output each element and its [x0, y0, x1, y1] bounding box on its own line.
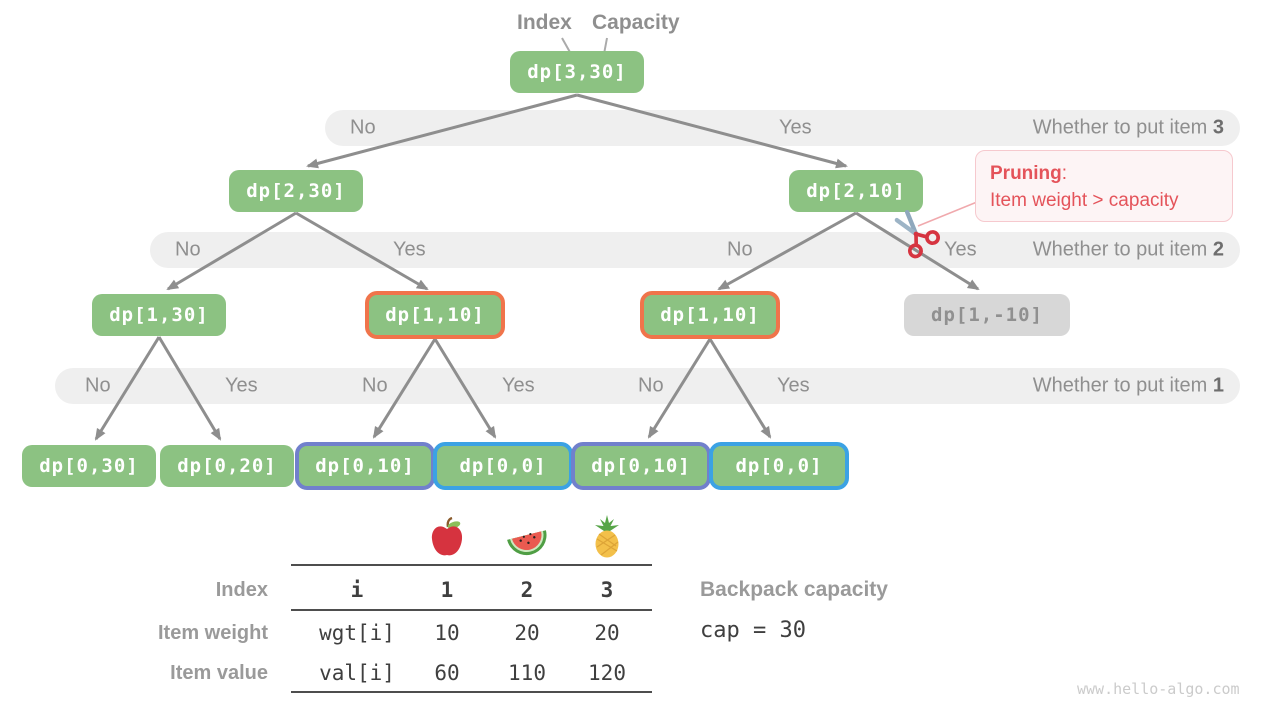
table-row-index: Index i 1 2 3 — [128, 572, 647, 608]
cell-col1: 1 — [440, 578, 454, 602]
band-item-number: 3 — [1212, 116, 1224, 139]
dp-node-1-10-highlighted: dp[1,10] — [640, 291, 780, 339]
dp-node-3-30: dp[3,30] — [510, 51, 644, 93]
pineapple-icon — [595, 515, 619, 558]
decision-band-item1: No Yes No Yes No Yes Whether to put item… — [55, 368, 1240, 404]
cell-wgt: wgt[i] — [319, 621, 395, 645]
row-label: Item value — [170, 661, 268, 684]
decision-yes-label: Yes — [779, 116, 812, 139]
decision-no-label: No — [175, 238, 201, 261]
dp-node-0-10-highlighted: dp[0,10] — [295, 442, 435, 490]
decision-yes-label: Yes — [944, 238, 977, 261]
dp-node-1-neg10-pruned: dp[1,-10] — [904, 294, 1070, 336]
backpack-capacity-label: Backpack capacity — [700, 578, 888, 601]
dp-node-1-30: dp[1,30] — [92, 294, 226, 336]
capacity-annotation-label: Capacity — [592, 11, 680, 34]
band-question-text: Whether to put item — [1032, 116, 1213, 139]
apple-icon — [431, 517, 463, 556]
decision-yes-label: Yes — [777, 374, 810, 397]
table-row-weight: Item weight wgt[i] 10 20 20 — [128, 615, 647, 651]
dp-node-0-10-highlighted: dp[0,10] — [571, 442, 711, 490]
cell-col3: 120 — [588, 661, 626, 685]
dp-node-0-20: dp[0,20] — [160, 445, 294, 487]
band-question: Whether to put item 2 — [1033, 239, 1224, 262]
watermelon-icon — [507, 530, 547, 556]
table-row-value: Item value val[i] 60 110 120 — [128, 655, 647, 691]
decision-no-label: No — [727, 238, 753, 261]
decision-no-label: No — [638, 374, 664, 397]
band-item-number: 1 — [1212, 374, 1224, 397]
table-top-rule — [291, 564, 652, 566]
dp-node-0-30: dp[0,30] — [22, 445, 156, 487]
band-question: Whether to put item 1 — [1033, 375, 1224, 398]
cell-col2: 20 — [514, 621, 540, 645]
cell-val: val[i] — [319, 661, 395, 685]
decision-band-item2: No Yes No Yes Whether to put item 2 — [150, 232, 1240, 268]
cell-col2: 2 — [520, 578, 534, 602]
band-item-number: 2 — [1212, 238, 1224, 261]
decision-band-item3: No Yes Whether to put item 3 — [325, 110, 1240, 146]
pruning-title: Pruning — [990, 163, 1062, 184]
cell-col3: 3 — [600, 578, 614, 602]
decision-no-label: No — [362, 374, 388, 397]
pruning-colon: : — [1061, 163, 1068, 184]
scissors-icon — [894, 209, 941, 259]
cell-col2: 110 — [508, 661, 546, 685]
cell-i: i — [350, 578, 364, 602]
pruning-callout: Pruning: Item weight > capacity — [975, 150, 1233, 222]
decision-yes-label: Yes — [225, 374, 258, 397]
dp-node-2-30: dp[2,30] — [229, 170, 363, 212]
decision-no-label: No — [350, 116, 376, 139]
dp-node-1-10-highlighted: dp[1,10] — [365, 291, 505, 339]
band-question-text: Whether to put item — [1032, 238, 1213, 261]
table-header-rule — [291, 609, 652, 611]
decision-no-label: No — [85, 374, 111, 397]
decision-yes-label: Yes — [502, 374, 535, 397]
index-annotation-label: Index — [517, 11, 572, 34]
row-label: Index — [215, 578, 268, 601]
pruning-description: Item weight > capacity — [990, 190, 1179, 211]
row-label: Item weight — [157, 621, 268, 644]
cell-col3: 20 — [594, 621, 620, 645]
dp-node-0-0-highlighted: dp[0,0] — [433, 442, 573, 490]
band-question: Whether to put item 3 — [1033, 117, 1224, 140]
cell-col1: 10 — [434, 621, 460, 645]
table-bottom-rule — [291, 691, 652, 693]
cell-col1: 60 — [434, 661, 460, 685]
dp-node-2-10: dp[2,10] — [789, 170, 923, 212]
band-question-text: Whether to put item — [1032, 374, 1213, 397]
dp-node-0-0-highlighted: dp[0,0] — [709, 442, 849, 490]
watermark: www.hello-algo.com — [1077, 680, 1240, 698]
decision-yes-label: Yes — [393, 238, 426, 261]
backpack-capacity-value: cap = 30 — [700, 618, 806, 643]
